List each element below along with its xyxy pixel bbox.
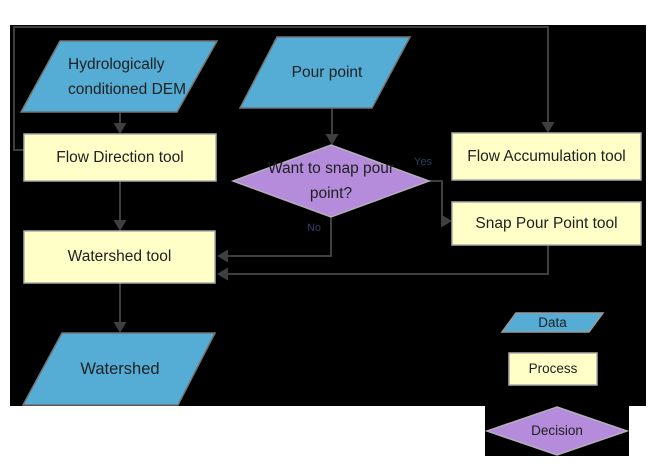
arrowhead-into-watershed-tool-top <box>113 220 127 231</box>
edge-snap-pour-point-to-watershed-tool <box>228 245 549 275</box>
arrowhead-into-watershed <box>113 322 127 333</box>
dem-node-shape <box>19 40 219 113</box>
edge-decision-no-to-watershed-tool <box>228 216 332 257</box>
legend-data-shape <box>500 312 605 333</box>
edge-flow-direction-to-flow-accumulation <box>13 26 549 151</box>
snap-pour-point-node-shape <box>451 201 642 246</box>
flow-direction-node-shape <box>23 133 217 182</box>
legend-decision-shape <box>484 406 630 456</box>
edge-arrowheads <box>113 122 555 333</box>
arrowhead-into-watershed-tool-right-upper <box>217 249 228 263</box>
pour-point-node-shape <box>238 36 412 109</box>
edge-lines <box>13 26 549 322</box>
flow-accumulation-node-shape <box>451 132 642 181</box>
arrowhead-into-watershed-tool-right-lower <box>217 267 228 281</box>
arrowhead-into-snap-pour-point <box>441 214 452 228</box>
arrowhead-into-flow-accumulation <box>541 122 555 133</box>
arrowhead-into-decision <box>325 134 339 145</box>
watershed-tool-node-shape <box>23 230 216 284</box>
arrowhead-into-flow-direction <box>113 123 127 134</box>
watershed-node-shape <box>21 332 217 406</box>
snap-decision-node-shape <box>230 144 432 218</box>
legend-process-shape <box>508 352 598 386</box>
